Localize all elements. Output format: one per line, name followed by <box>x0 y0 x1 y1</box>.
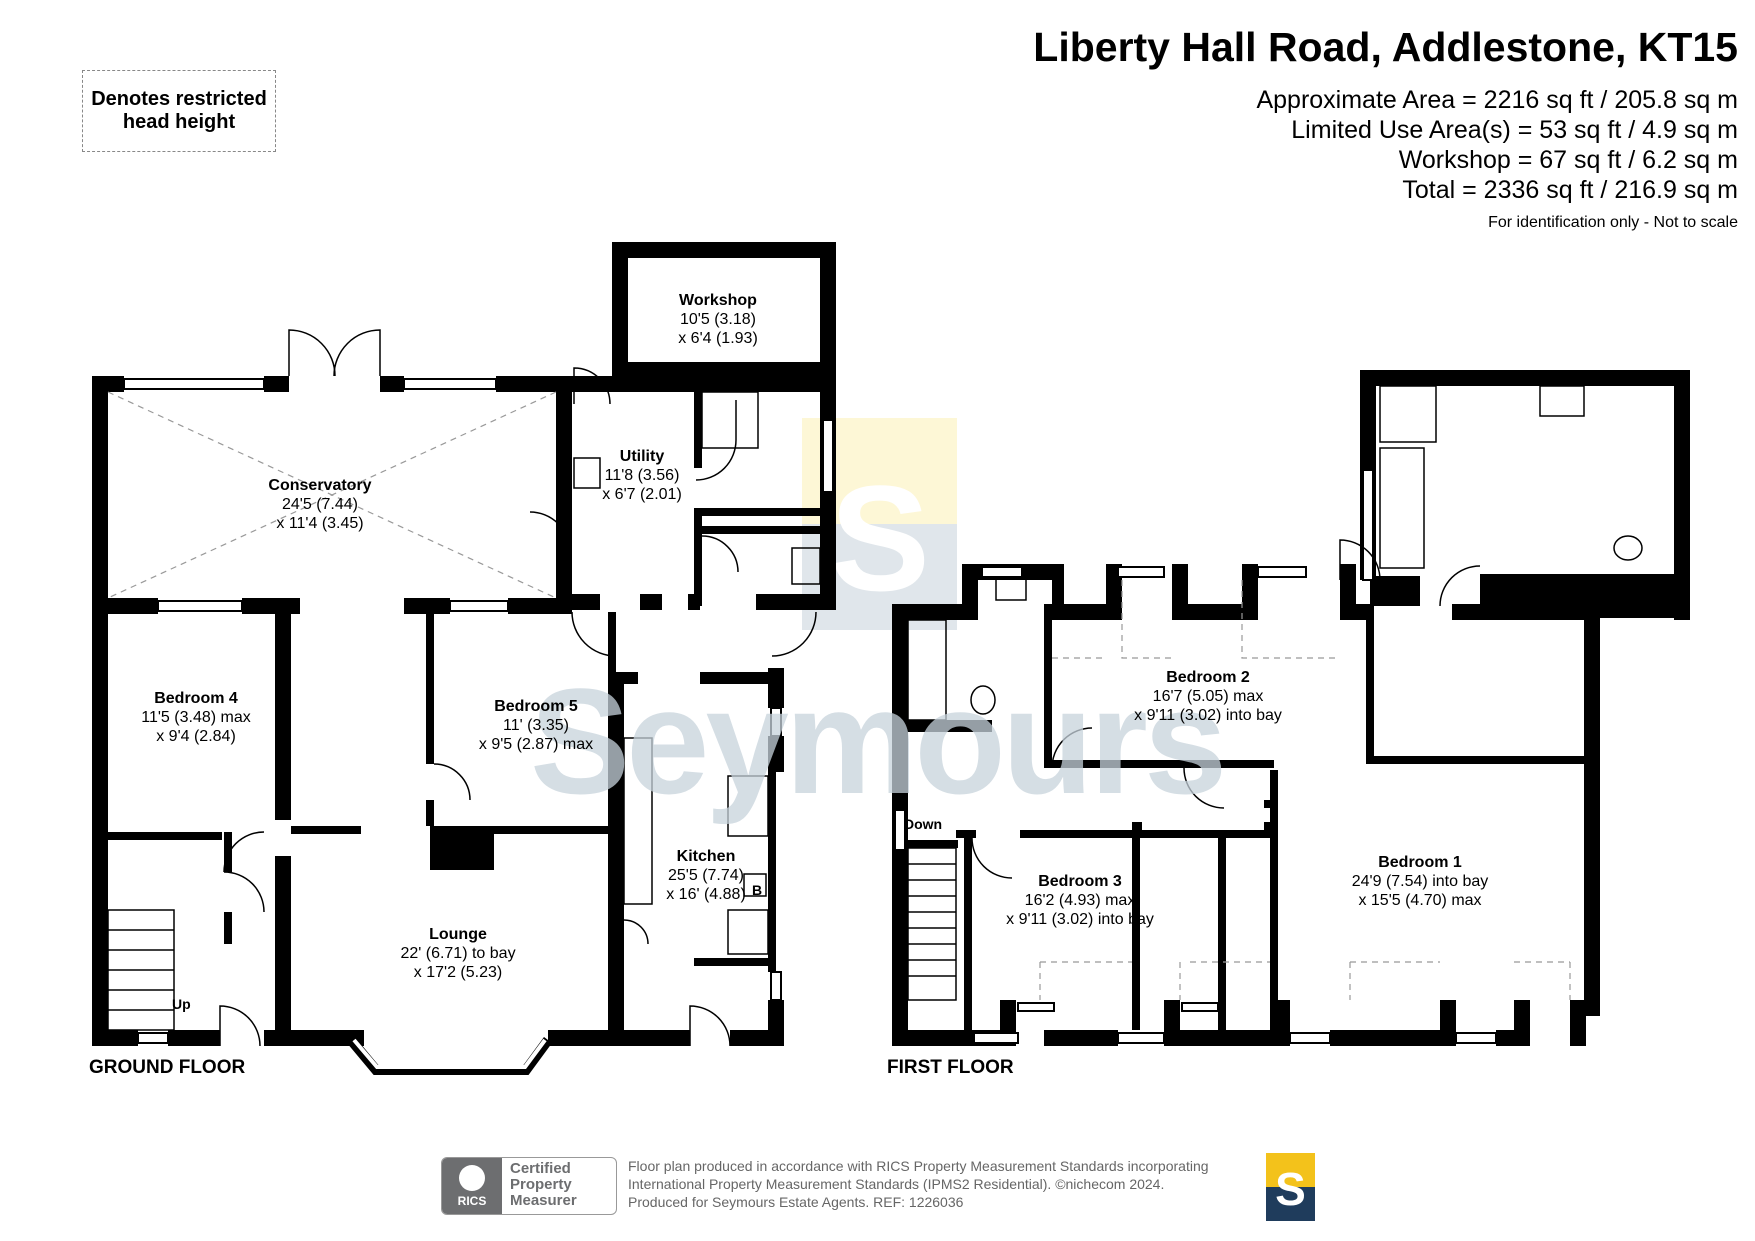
conservatory-roof-lines <box>107 391 557 599</box>
legend-line-1: Denotes restricted <box>91 88 267 110</box>
legend-line-2: head height <box>122 111 236 133</box>
room-dim-2: x 15'5 (4.70) max <box>1358 892 1482 909</box>
room-dim-2: x 6'4 (1.93) <box>678 330 758 347</box>
room-lounge: Lounge 22' (6.71) to bay x 17'2 (5.23) <box>400 925 515 982</box>
ground-floor-label: GROUND FLOOR <box>89 1057 246 1078</box>
rics-line-3: Measurer <box>510 1192 577 1209</box>
room-workshop: Workshop 10'5 (3.18) x 6'4 (1.93) <box>678 291 758 348</box>
restricted-height-legend: Denotes restricted head height <box>82 70 276 152</box>
room-dim-2: x 9'4 (2.84) <box>156 728 236 745</box>
room-dim-2: x 16' (4.88) <box>666 886 746 903</box>
room-dim-1: 22' (6.71) to bay <box>400 945 516 962</box>
room-name: Utility <box>619 448 665 465</box>
room-name: Bedroom 1 <box>1378 854 1462 871</box>
approximate-area: Approximate Area = 2216 sq ft / 205.8 sq… <box>1256 86 1738 114</box>
room-dim-2: x 17'2 (5.23) <box>413 964 503 981</box>
first-floor-label: FIRST FLOOR <box>887 1057 1014 1078</box>
room-bedroom-4: Bedroom 4 11'5 (3.48) max x 9'4 (2.84) <box>141 689 250 746</box>
seymours-logo: S <box>1266 1153 1315 1221</box>
room-bedroom-2: Bedroom 2 16'7 (5.05) max x 9'11 (3.02) … <box>1134 668 1282 725</box>
room-name: Conservatory <box>268 477 372 494</box>
first-floor-fixtures <box>907 385 1643 1001</box>
stairs-up-label: Up <box>172 996 191 1012</box>
logo-letter: S <box>1275 1163 1306 1215</box>
footer-note: Floor plan produced in accordance with R… <box>628 1157 1209 1211</box>
room-dim-1: 24'9 (7.54) into bay <box>1351 873 1489 890</box>
room-bedroom-5: Bedroom 5 11' (3.35) x 9'5 (2.87) max <box>479 697 593 754</box>
ground-floor-doors <box>219 329 817 1047</box>
room-bedroom-3: Bedroom 3 16'2 (4.93) max x 9'11 (3.02) … <box>1006 872 1154 929</box>
rics-line-2: Property <box>510 1176 572 1193</box>
room-dim-1: 11'5 (3.48) max <box>141 709 251 726</box>
footer-note-line-3: Produced for Seymours Estate Agents. REF… <box>628 1194 964 1210</box>
room-name: Kitchen <box>676 848 736 865</box>
room-kitchen: Kitchen 25'5 (7.74) x 16' (4.88) <box>666 847 746 904</box>
ground-floor-windows <box>123 378 834 1044</box>
room-name: Bedroom 5 <box>494 698 578 715</box>
room-name: Bedroom 2 <box>1166 669 1250 686</box>
room-conservatory: Conservatory 24'5 (7.44) x 11'4 (3.45) <box>268 476 371 533</box>
rics-emblem-icon <box>459 1164 485 1191</box>
room-name: Bedroom 4 <box>154 690 238 707</box>
ground-floor-walls <box>92 242 836 1046</box>
room-dim-2: x 11'4 (3.45) <box>276 515 364 532</box>
room-dim-1: 10'5 (3.18) <box>679 311 756 328</box>
room-dim-2: x 6'7 (2.01) <box>602 486 682 503</box>
room-utility: Utility 11'8 (3.56) x 6'7 (2.01) <box>602 447 682 504</box>
first-floor-walls <box>892 370 1690 1046</box>
svg-text:S: S <box>830 454 930 622</box>
room-name: Workshop <box>679 292 757 309</box>
room-name: Lounge <box>429 926 487 943</box>
room-bedroom-1: Bedroom 1 24'9 (7.54) into bay x 15'5 (4… <box>1352 853 1488 910</box>
room-dim-1: 11'8 (3.56) <box>604 467 680 484</box>
first-floor-restricted-height <box>1039 580 1571 1000</box>
room-dim-1: 16'2 (4.93) max <box>1024 892 1136 909</box>
room-dim-1: 16'7 (5.05) max <box>1152 688 1264 705</box>
identification-note: For identification only - Not to scale <box>1488 214 1738 231</box>
rics-logo: RICS <box>442 1158 502 1214</box>
room-dim-1: 25'5 (7.74) <box>667 867 744 884</box>
rics-badge-text: RICS <box>457 1193 487 1208</box>
boiler-label: B <box>752 882 763 898</box>
page-title: Liberty Hall Road, Addlestone, KT15 <box>1033 24 1738 70</box>
room-dim-2: x 9'11 (3.02) into bay <box>1006 911 1154 928</box>
room-dim-1: 11' (3.35) <box>503 717 569 734</box>
total-area: Total = 2336 sq ft / 216.9 sq m <box>1402 176 1738 204</box>
room-dim-1: 24'5 (7.44) <box>282 496 358 513</box>
stairs-down-label: Down <box>904 816 943 832</box>
rics-line-1: Certified <box>510 1160 571 1177</box>
ground-floor-fixtures <box>107 391 821 1031</box>
footer-note-line-1: Floor plan produced in accordance with R… <box>628 1158 1209 1174</box>
room-dim-2: x 9'5 (2.87) max <box>478 736 594 753</box>
watermark-text: Seymours <box>530 657 1227 825</box>
room-name: Bedroom 3 <box>1038 873 1122 890</box>
room-dim-2: x 9'11 (3.02) into bay <box>1134 707 1282 724</box>
first-floor-windows <box>894 469 1497 1044</box>
rics-certified-badge: RICS Certified Property Measurer <box>441 1157 617 1215</box>
limited-use-area: Limited Use Area(s) = 53 sq ft / 4.9 sq … <box>1291 116 1738 144</box>
workshop-area: Workshop = 67 sq ft / 6.2 sq m <box>1398 146 1738 174</box>
footer-note-line-2: International Property Measurement Stand… <box>628 1176 1165 1192</box>
lounge-bay-window <box>347 1036 553 1075</box>
